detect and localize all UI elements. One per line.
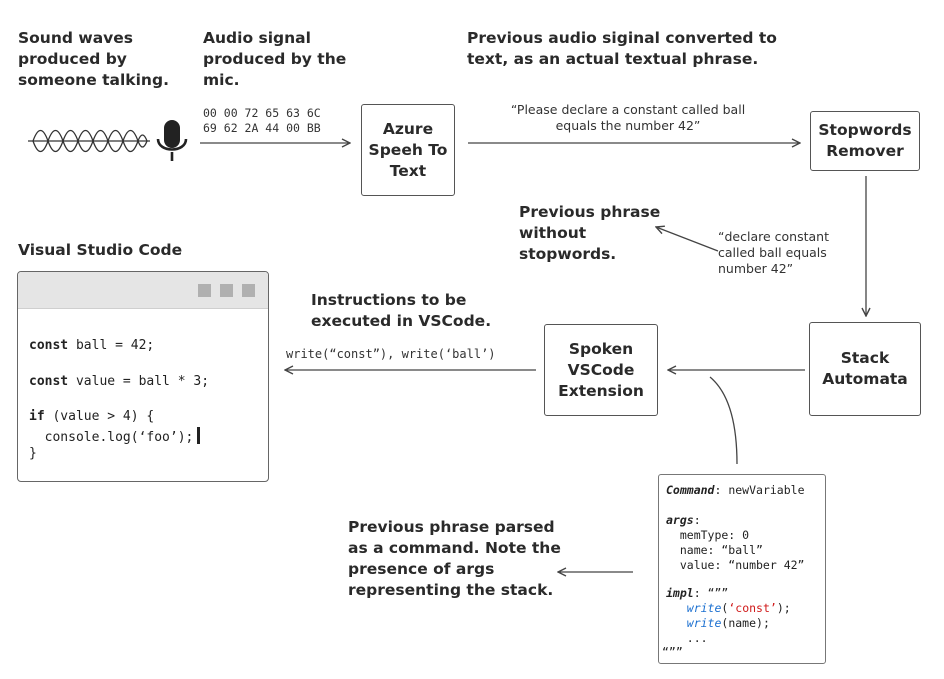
- vscode-window: const ball = 42; const value = ball * 3;…: [17, 271, 269, 482]
- write-calls: write(“const”), write(‘ball’): [286, 347, 496, 361]
- sound-waves-label: Sound waves produced by someone talking.: [18, 29, 169, 89]
- instructions-label: Instructions to be executed in VSCode.: [311, 291, 492, 330]
- audio-signal-label: Audio signal produced by the mic.: [203, 29, 347, 89]
- window-button[interactable]: [220, 284, 233, 297]
- arrow-to-previous-phrase: [656, 227, 719, 252]
- impl-write-const: write(‘const’);: [686, 601, 791, 615]
- phrase-full: “Please declare a constant called ball e…: [510, 102, 746, 133]
- curve-command-to-arrow: [709, 376, 738, 465]
- sound-wave-icon: [28, 129, 150, 153]
- vscode-title: Visual Studio Code: [18, 241, 183, 259]
- arg-name: name: “ball”: [666, 543, 763, 557]
- previous-phrase-label: Previous phrase without stopwords.: [519, 203, 661, 263]
- previous-audio-label: Previous audio siginal converted to text…: [467, 29, 777, 68]
- arg-memtype: memType: 0: [666, 528, 750, 542]
- window-button[interactable]: [242, 284, 255, 297]
- code-line: if (value > 4) {: [29, 409, 155, 424]
- stack-automata-box: Stack Automata: [809, 322, 921, 416]
- code-line: }: [29, 446, 37, 461]
- vscode-titlebar: [18, 272, 268, 309]
- code-line: const value = ball * 3;: [29, 374, 210, 389]
- impl-write-name: write(name);: [686, 616, 770, 630]
- phrase-stripped: “declare constant called ball equals num…: [718, 229, 829, 276]
- microphone-icon: [156, 120, 188, 161]
- code-line: console.log(‘foo’);: [29, 427, 201, 446]
- impl-ellipsis: ...: [666, 631, 708, 645]
- stopwords-box: Stopwords Remover: [810, 111, 920, 171]
- impl-close: “””: [662, 645, 683, 659]
- window-button[interactable]: [198, 284, 211, 297]
- args-key: args:: [666, 513, 701, 527]
- code-line: const ball = 42;: [29, 338, 155, 353]
- hex-bytes: 00 00 72 65 63 6C 69 62 2A 44 00 BB: [203, 106, 321, 135]
- impl-line: impl: “””: [666, 586, 729, 600]
- command-line: Command: newVariable: [666, 483, 805, 497]
- arg-value: value: “number 42”: [666, 558, 805, 572]
- command-box: Command: newVariable args: memType: 0 na…: [658, 474, 826, 664]
- text-cursor: [197, 427, 201, 444]
- azure-box: Azure Speeh To Text: [361, 104, 455, 196]
- spoken-extension-box: Spoken VSCode Extension: [544, 324, 658, 416]
- parsed-command-label: Previous phrase parsed as a command. Not…: [348, 518, 561, 599]
